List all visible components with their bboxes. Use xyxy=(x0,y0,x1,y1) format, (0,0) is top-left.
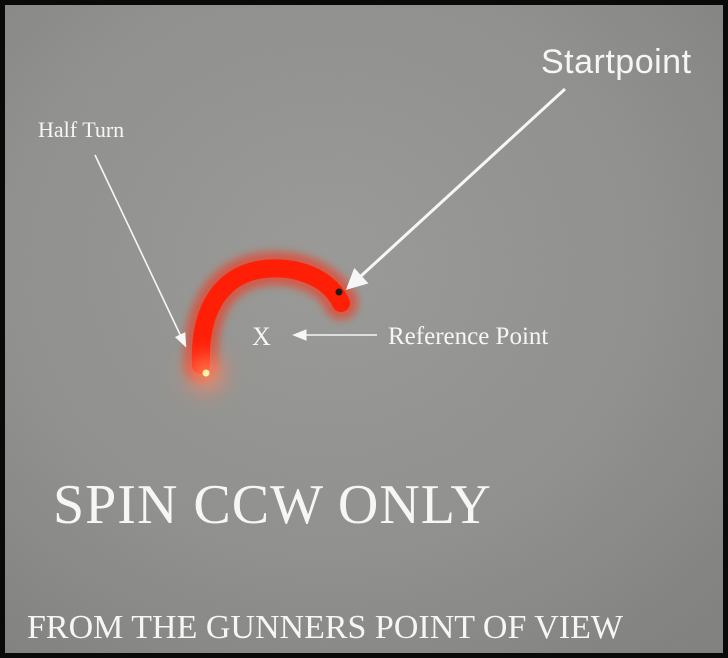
wall-texture xyxy=(5,5,723,653)
spin-rule-heading: SPIN CCW ONLY xyxy=(53,477,492,533)
laser-trace-photo xyxy=(5,5,723,653)
startpoint-label: Startpoint xyxy=(541,45,692,79)
reference-x-mark: X xyxy=(252,324,271,350)
startpoint-dot xyxy=(336,289,343,296)
laser-endpoint xyxy=(203,370,210,377)
reference-point-label: Reference Point xyxy=(388,324,548,349)
half-turn-label: Half Turn xyxy=(38,119,124,141)
viewpoint-caption: FROM THE GUNNERS POINT OF VIEW xyxy=(27,611,623,645)
